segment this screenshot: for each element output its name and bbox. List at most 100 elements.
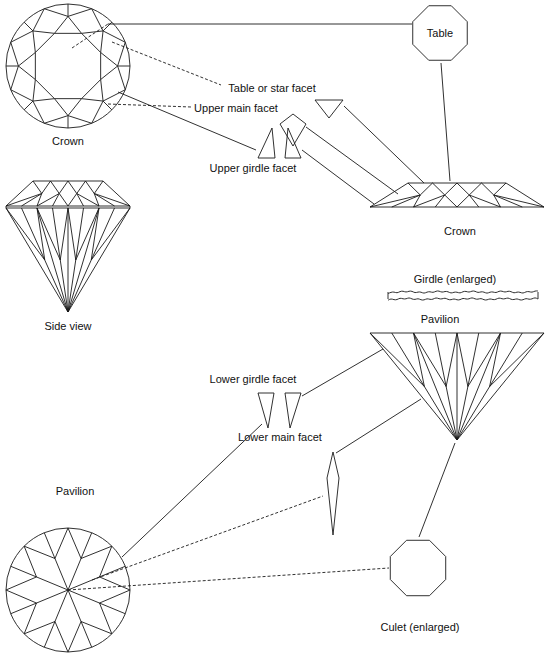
facet-edge	[11, 31, 33, 42]
facet-edge	[33, 31, 55, 33]
facet-edge	[392, 333, 457, 440]
leader-line	[92, 496, 323, 580]
facet-edge	[392, 195, 421, 207]
girdle-edge	[538, 292, 539, 299]
facet-edge	[103, 31, 125, 42]
facet-edge	[91, 208, 130, 260]
facet-edge	[414, 333, 425, 387]
crown-outline	[6, 181, 130, 206]
facet-edge	[92, 9, 103, 31]
leader-line	[306, 127, 398, 194]
facet-edge	[420, 183, 432, 195]
facet-edge	[100, 577, 130, 590]
lower-girdle-facet	[258, 393, 274, 428]
facet-edge	[469, 183, 481, 195]
leader-line	[302, 150, 374, 204]
facet-edge	[44, 116, 68, 124]
part-label: Pavilion	[421, 313, 460, 326]
girdle-edge	[388, 291, 538, 294]
leader-line	[302, 349, 383, 396]
facet-edge	[82, 31, 104, 33]
facet-edge	[68, 116, 69, 128]
facet-edge	[68, 208, 69, 312]
facet-edge	[94, 194, 130, 207]
facet-edge	[33, 31, 35, 53]
girdle-edge	[6, 206, 7, 208]
facet-edge	[54, 16, 68, 33]
facet-edge	[6, 194, 42, 207]
pavilion-outline	[370, 333, 544, 440]
facet-shapes	[258, 100, 446, 596]
part-label: Side view	[44, 320, 91, 333]
part-label: Crown	[52, 135, 84, 148]
facet-edge	[68, 16, 82, 33]
facet-edge	[482, 183, 494, 195]
star-facet	[315, 100, 343, 118]
facet-edge	[445, 195, 457, 207]
facet-edge	[37, 194, 59, 207]
facet-edge	[33, 99, 55, 101]
facet-edge	[118, 66, 130, 67]
facet-edge	[100, 546, 112, 577]
crown-profile	[370, 183, 544, 207]
facet-edge	[6, 590, 36, 603]
part-label: Upper girdle facet	[210, 162, 297, 175]
facet-edge	[86, 181, 95, 194]
part-label: Girdle (enlarged)	[414, 273, 497, 286]
facet-edge	[59, 194, 68, 207]
facet-edge	[81, 622, 112, 634]
facet-edge	[468, 333, 501, 387]
part-label: Table or star facet	[228, 82, 315, 95]
leader-line	[344, 106, 424, 183]
girdle-edge	[388, 292, 389, 299]
facet-edge	[60, 208, 68, 260]
facet-edge	[91, 208, 99, 260]
facet-edge	[68, 181, 77, 194]
facet-edge	[101, 52, 118, 66]
part-label: Culet (enlarged)	[381, 621, 460, 634]
facet-edge	[68, 622, 81, 652]
upper-main-facet	[280, 114, 306, 146]
facet-edge	[18, 66, 35, 80]
table-outline	[35, 33, 100, 98]
facet-edge	[68, 116, 92, 124]
facet-edge	[494, 195, 544, 207]
facet-edge	[469, 195, 500, 207]
leader-lines	[68, 24, 455, 590]
upper-girdle-facet	[258, 128, 275, 158]
facet-edge	[494, 183, 506, 195]
facet-edge	[68, 194, 77, 207]
girdle-band	[388, 291, 538, 300]
culet-octagon	[390, 540, 445, 595]
facet-edge	[6, 66, 18, 67]
facet-edge	[457, 333, 468, 387]
facet-edge	[414, 333, 447, 387]
girdle-edge	[130, 206, 131, 208]
facet-edge	[37, 208, 68, 312]
facet-edge	[82, 99, 104, 101]
facet-edge	[490, 333, 544, 387]
facet-edge	[11, 66, 19, 90]
part-label: Pavilion	[56, 485, 95, 498]
facet-edge	[33, 101, 44, 123]
part-label: Lower girdle facet	[210, 373, 297, 386]
crown-outline	[370, 183, 544, 207]
facet-edge	[414, 195, 445, 207]
facet-edge	[68, 99, 82, 116]
facet-edge	[94, 181, 103, 194]
facet-edge	[101, 66, 118, 80]
facet-edge	[408, 183, 420, 195]
facet-edge	[6, 577, 36, 590]
facet-edge	[490, 333, 501, 387]
facet-edge	[77, 181, 86, 194]
leader-line	[112, 42, 221, 85]
facet-edge	[11, 42, 19, 66]
pavilion-outline	[6, 208, 130, 312]
facet-edge	[33, 181, 42, 194]
part-label: Lower main facet	[238, 431, 322, 444]
facet-edge	[103, 90, 125, 101]
octagon-shape	[413, 6, 468, 61]
facet-edge	[44, 533, 68, 590]
facet-edge	[68, 566, 125, 590]
